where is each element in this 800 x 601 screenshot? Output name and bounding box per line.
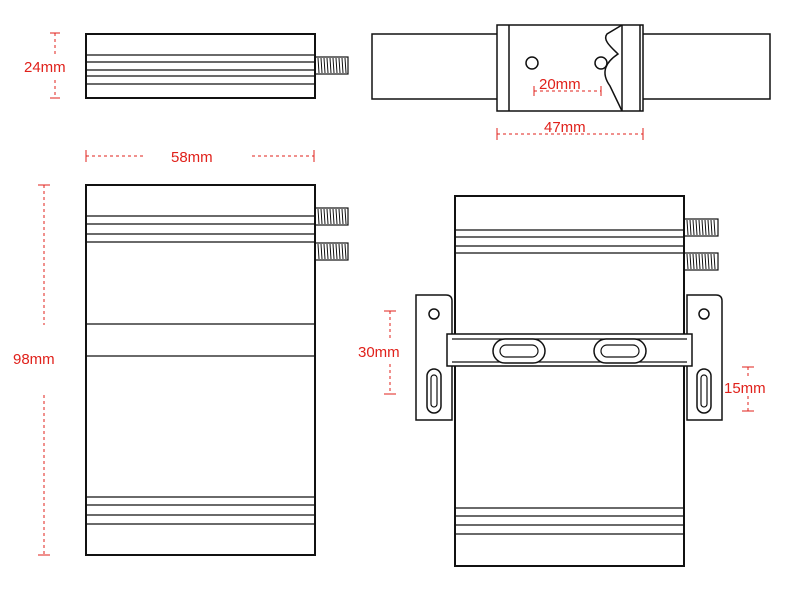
label-47mm: 47mm xyxy=(544,119,586,136)
label-98mm: 98mm xyxy=(13,351,55,368)
dimension-bracket-slot: 15mm xyxy=(724,366,766,412)
dimension-width-top: 58mm xyxy=(85,149,315,166)
front-connectors xyxy=(314,207,349,261)
clip-hole-left xyxy=(525,56,539,70)
dimension-length-front: 98mm xyxy=(13,184,55,556)
label-24mm: 24mm xyxy=(24,59,66,76)
side-view xyxy=(85,33,349,99)
label-30mm: 30mm xyxy=(358,344,400,361)
din-rail-view xyxy=(371,24,771,112)
bracket-ear-left xyxy=(415,294,453,421)
clip-spring xyxy=(604,24,623,112)
mounted-body xyxy=(454,195,685,567)
label-20mm: 20mm xyxy=(539,76,581,93)
clip-hole-right xyxy=(594,56,608,70)
label-15mm: 15mm xyxy=(724,380,766,397)
front-view xyxy=(85,184,349,556)
dimension-bracket-holes: 30mm xyxy=(358,310,400,395)
mounted-view xyxy=(415,195,723,567)
ear-hole-right xyxy=(698,308,710,320)
rail-clip xyxy=(496,24,644,112)
dimension-clip-width: 47mm xyxy=(496,119,644,140)
dimension-clip-holes: 20mm xyxy=(533,76,602,96)
bracket-ear-right xyxy=(686,294,723,421)
label-58mm: 58mm xyxy=(171,149,213,166)
mounted-connectors xyxy=(683,218,719,271)
ear-hole-left xyxy=(428,308,440,320)
dimension-height-side: 24mm xyxy=(24,32,66,99)
side-connector xyxy=(314,56,349,75)
